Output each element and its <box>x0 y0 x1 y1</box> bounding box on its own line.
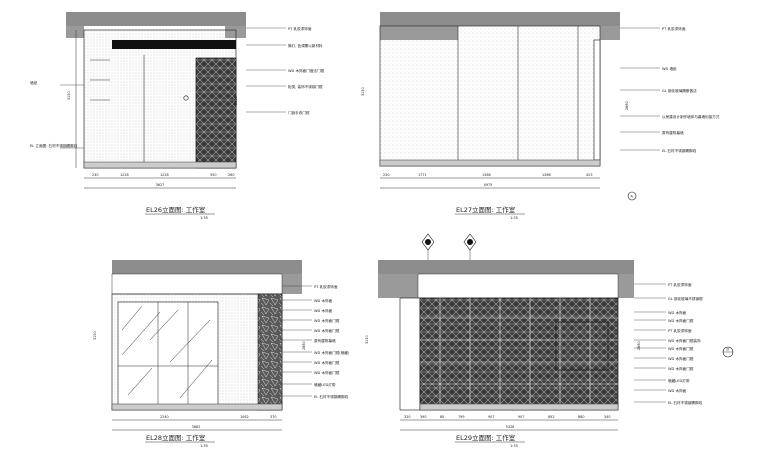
el29-callout-6: WD 木饰面门框装饰 <box>668 338 701 343</box>
el26-callout-3: WD 木饰面门做法门框 <box>288 68 325 73</box>
el27-callout-3: GL 钢化玻璃隔断做法 <box>662 88 697 93</box>
el29-title: 立面图: 工作室 <box>472 433 516 442</box>
drawing-el27: 4975 230 1771 1366 1366 425 3150 2880 PT… <box>361 12 720 220</box>
el28-callout-3: WD 木饰面 <box>314 308 333 313</box>
el26-callout-2: 筒灯, 色调需以新材料 <box>288 43 323 48</box>
el29-callout-3: WD 木饰面 <box>668 310 687 315</box>
el26-height-dim: 3150 <box>67 91 71 100</box>
drawing-el29: 5328 320 390 80 799 907 907 892 880 340 … <box>365 233 734 448</box>
el28-dim-2: 1062 <box>240 415 249 419</box>
el28-height-dim: 3150 <box>93 331 97 340</box>
svg-text:D: D <box>727 348 730 352</box>
el26-dim-1: 230 <box>92 173 98 177</box>
el29-dim-5: 907 <box>488 415 494 419</box>
el27-dim-5: 425 <box>586 173 592 177</box>
el26-dim-4: 550 <box>210 173 216 177</box>
drawing-el28: 3682 2240 1062 370 3150 2880 PT 乳胶漆饰面 WD… <box>93 260 350 448</box>
section-marker-icon <box>627 191 637 201</box>
svg-text:C: C <box>469 240 472 244</box>
el29-dim-3: 80 <box>440 415 444 419</box>
el27-callout-4: 以房建设计制作墙体与幕墙衔接方式 <box>662 114 720 119</box>
el28-scale: 1:35 <box>200 444 208 448</box>
svg-text:B: B <box>427 240 430 244</box>
el27-height-dim: 3150 <box>361 87 365 96</box>
el29-callout-8: WD 木饰面门框 <box>668 356 694 361</box>
el29-overall-dim: 5328 <box>506 425 515 429</box>
el26-scale: 1:35 <box>200 216 208 220</box>
el28-title: 立面图: 工作室 <box>162 433 206 442</box>
el29-callout-1: PT 乳胶漆饰面 <box>668 282 692 287</box>
el27-callout-2: WD 墙纸 <box>662 66 677 71</box>
el26-overall-dim: 3627 <box>156 183 165 187</box>
el28-dim-3: 370 <box>270 415 276 419</box>
el28-callout-9: WD 木饰面门框 <box>314 370 340 375</box>
el27-dim-3: 1366 <box>482 173 491 177</box>
el27-callout-6: EL 石材不锈钢踢脚线 <box>662 148 697 153</box>
section-marker-d: D <box>722 346 734 358</box>
el29-code: EL29 <box>456 434 472 442</box>
el26-callout-6: 墙纸 <box>30 80 38 85</box>
el27-dim-4: 1366 <box>542 173 551 177</box>
drawing-el26: 3627 230 1228 1228 550 260 3150 2880 PT … <box>30 12 325 220</box>
el26-callout-4: 柜类, 装饰不锈钢门框 <box>288 84 323 89</box>
el26-height-dim-2: 2880 <box>234 96 238 105</box>
el27-code: EL27 <box>456 206 472 214</box>
el29-dim-9: 340 <box>604 415 610 419</box>
el26-title: 立面图: 工作室 <box>162 205 206 214</box>
el29-callout-12: EL 石材不锈钢踢脚线 <box>668 400 703 405</box>
el28-callout-10: 暗藏LED灯带 <box>314 382 336 387</box>
el29-callout-11: WD 木饰面 <box>668 388 687 393</box>
el29-dim-1: 320 <box>404 415 410 419</box>
el29-dim-2: 390 <box>420 415 426 419</box>
section-marker-b: B <box>421 233 435 260</box>
el27-title: 立面图: 工作室 <box>472 205 516 214</box>
el27-dim-2: 1771 <box>418 173 427 177</box>
el29-callout-7: WD 木饰面门框 <box>668 346 694 351</box>
el26-callout-7: EL 立面图: 石材不锈钢踢脚线 <box>30 143 78 148</box>
el28-callout-8: WD 木饰面门框 <box>314 360 340 365</box>
el28-callout-4: WD 木饰面门框 <box>314 318 340 323</box>
el26-callout-1: PT 乳胶漆饰面 <box>288 26 312 31</box>
el29-dim-7: 892 <box>548 415 554 419</box>
el28-overall-dim: 3682 <box>192 425 201 429</box>
el29-dim-6: 907 <box>518 415 524 419</box>
el28-dim-1: 2240 <box>160 415 169 419</box>
el26-callout-5: 门锁手改门框 <box>288 110 310 115</box>
el29-dim-4: 799 <box>458 415 464 419</box>
el29-callout-2: GL 钢化玻璃不锈钢框 <box>668 296 703 301</box>
el28-code: EL28 <box>146 434 162 442</box>
el27-callout-1: PT 乳胶漆饰面 <box>662 26 686 31</box>
el28-callout-7: WD 木饰面门框(暗藏) <box>314 350 350 355</box>
el28-callout-2: WD 木饰面 <box>314 298 333 303</box>
el26-code: EL26 <box>146 206 162 214</box>
section-marker-a: A <box>631 195 634 199</box>
el29-callout-4: WD 木饰面门框 <box>668 318 694 323</box>
el26-dim-2: 1228 <box>120 173 129 177</box>
el26-dim-3: 1228 <box>160 173 169 177</box>
el27-overall-dim: 4975 <box>484 183 493 187</box>
el29-height-dim-2: 2880 <box>637 341 641 350</box>
el26-dim-5: 260 <box>228 173 234 177</box>
el29-callout-10: 暗藏LED灯带 <box>668 378 690 383</box>
el29-dim-8: 880 <box>578 415 584 419</box>
el27-dim-1: 230 <box>383 173 389 177</box>
el28-height-dim-2: 2880 <box>302 341 306 350</box>
el28-callout-1: PT 乳胶漆饰面 <box>314 284 338 289</box>
el28-callout-5: WD 木饰面门框 <box>314 328 340 333</box>
section-marker-c: C <box>463 233 477 260</box>
el29-callout-9: WD 木饰面门框 <box>668 366 694 371</box>
el28-callout-11: EL 石材不锈钢踢脚线 <box>314 394 349 399</box>
el27-scale: 1:35 <box>510 216 518 220</box>
el29-height-dim: 3150 <box>365 335 369 344</box>
el27-height-dim-2: 2880 <box>625 101 629 110</box>
el29-callout-5: PT 乳胶漆饰面 <box>668 328 692 333</box>
el28-callout-6: 原有建筑幕墙 <box>314 338 336 343</box>
el27-callout-5: 原有建筑幕墙 <box>662 130 684 135</box>
el29-scale: 1:35 <box>510 444 518 448</box>
